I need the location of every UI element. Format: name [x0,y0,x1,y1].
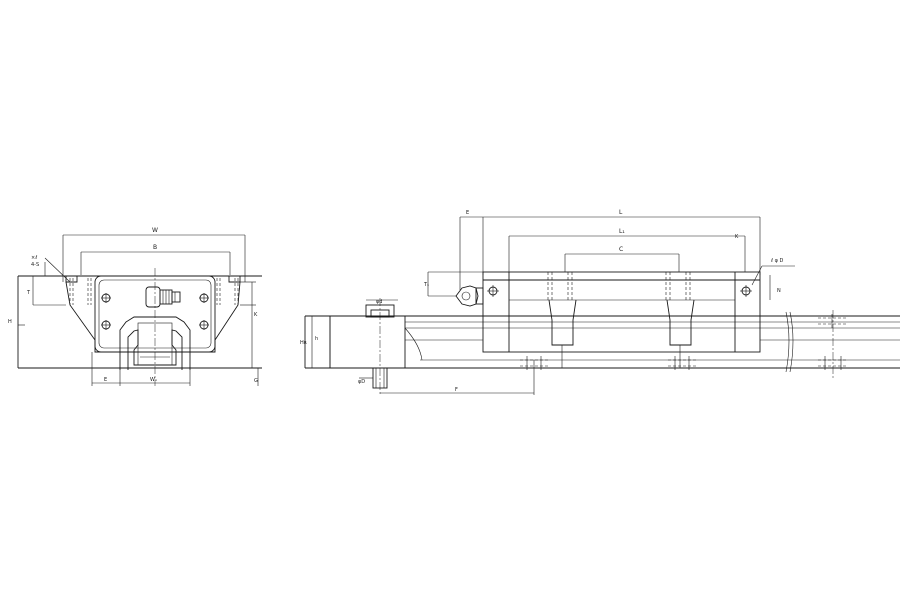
rail-hole-icon [520,356,548,370]
side-view: L E L₁ K C [300,209,900,395]
label-phiD-right: ℓ φ D [770,258,784,264]
label-G: G [254,378,258,384]
label-W1: W₁ [150,377,157,383]
label-K: K [254,312,258,318]
label-h: h [315,336,318,342]
label-E: E [466,210,469,216]
label-E-left: E [104,377,107,383]
grease-nipple-icon [145,286,181,308]
end-view: W B H T 4-S ×ℓ [8,227,262,386]
screw-hole-icon [199,320,209,330]
plug-hole-icon [740,285,752,297]
label-L1: L₁ [619,228,625,235]
label-4S-2: ×ℓ [31,255,37,261]
label-phiD: φD [358,379,365,385]
label-C: C [619,246,623,253]
label-F: F [455,387,458,393]
screw-hole-icon [101,293,111,303]
label-K-right: K [735,234,739,240]
label-4S: 4-S [31,262,39,268]
plug-hole-icon [487,285,499,297]
screw-hole-icon [199,293,209,303]
label-W: W [152,227,158,234]
label-L: L [619,209,623,216]
label-HR: Hʀ [300,340,307,346]
grease-nipple-icon [455,285,484,307]
label-B: B [153,244,157,251]
label-T1: T₁ [423,282,429,288]
screw-hole-icon [101,320,111,330]
rail-hole-icon [668,356,696,370]
label-T: T [26,290,31,296]
label-H: H [8,319,12,325]
label-N: N [777,288,781,294]
label-phid: φd [376,299,382,305]
